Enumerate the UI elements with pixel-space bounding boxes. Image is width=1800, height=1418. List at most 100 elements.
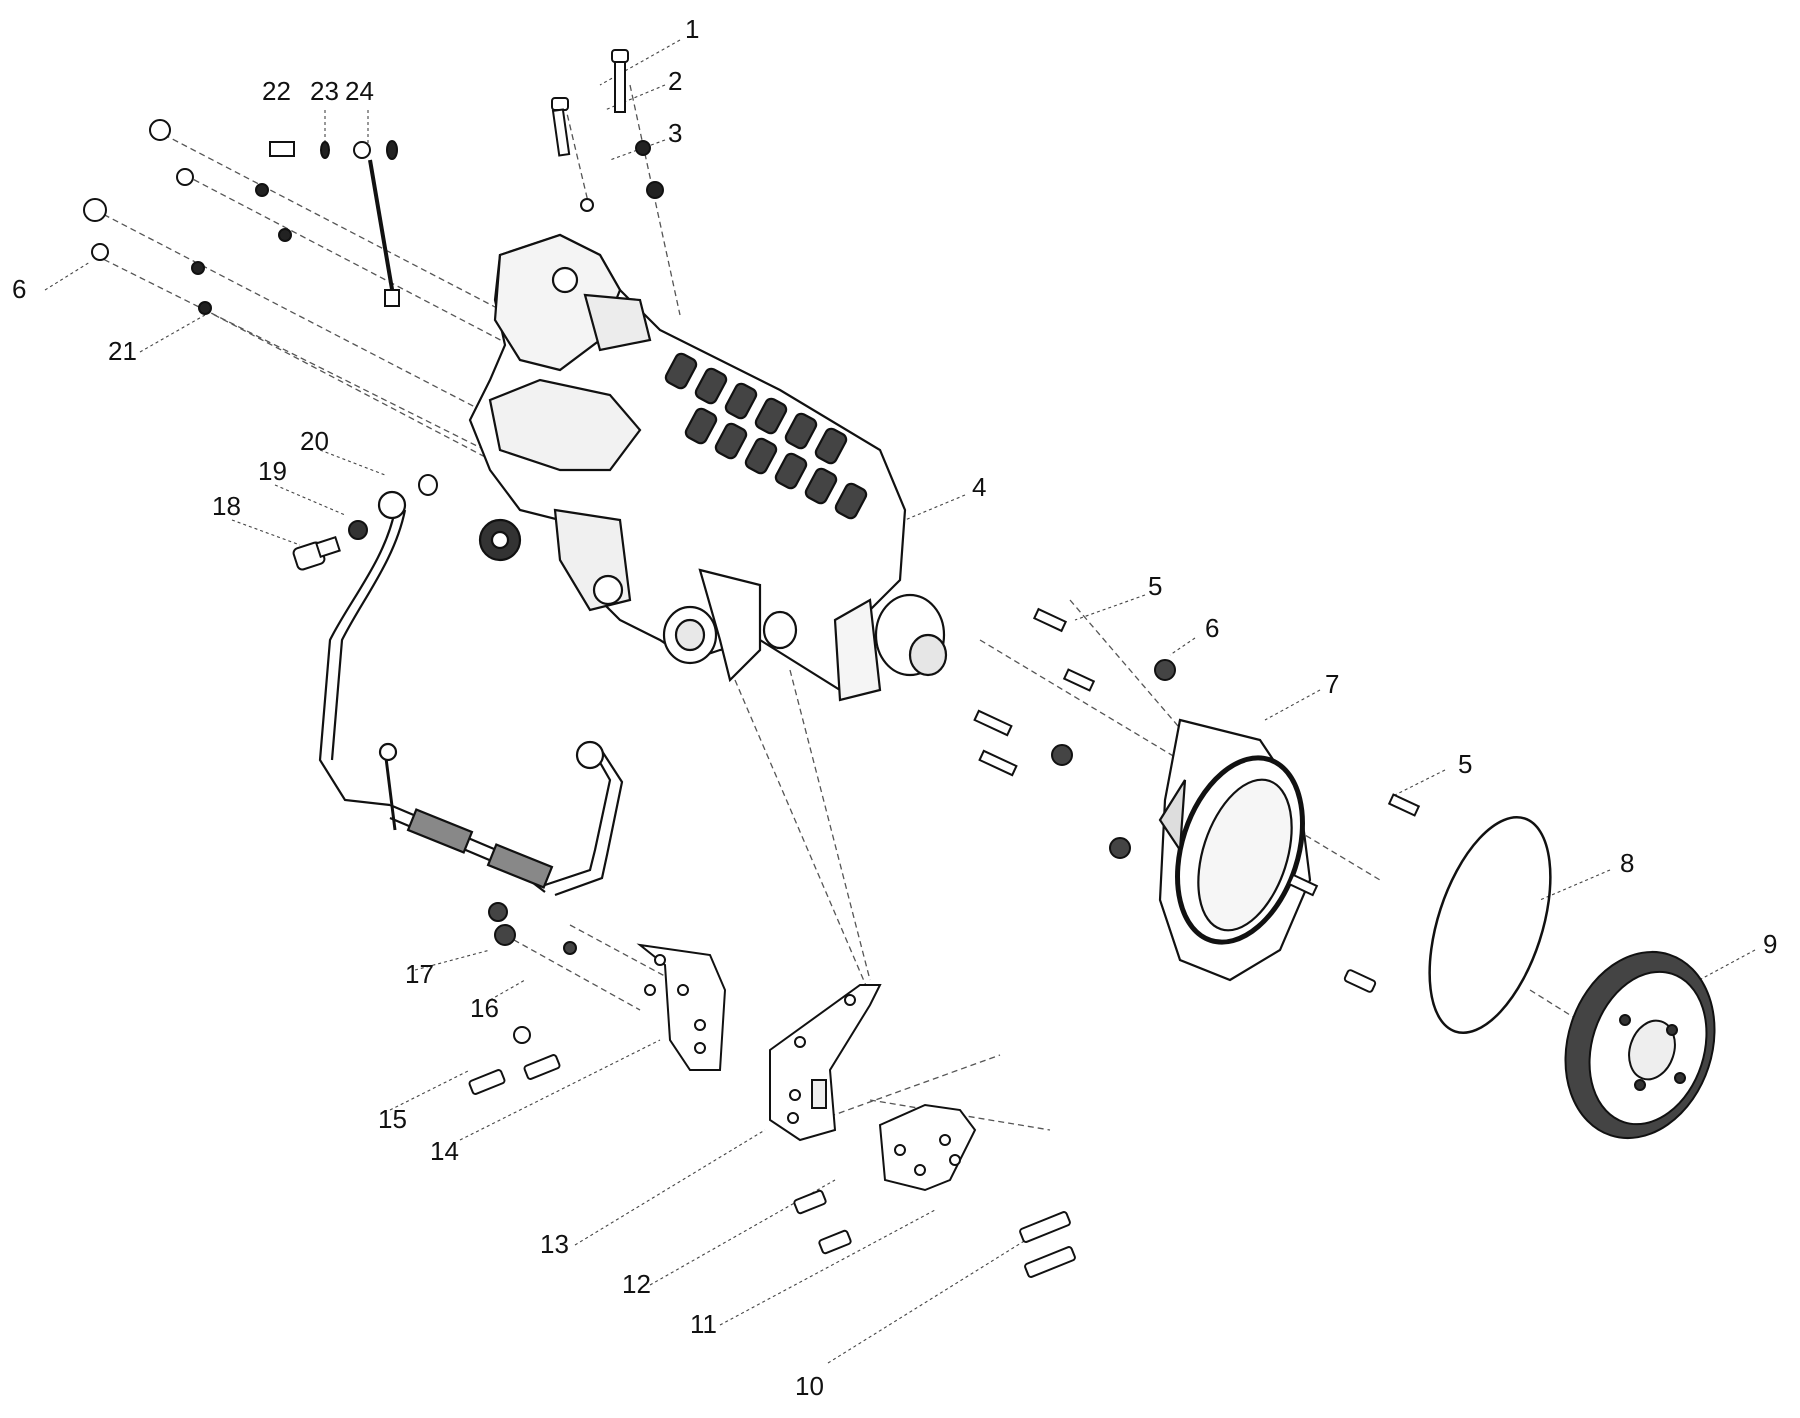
callout-1: 1 bbox=[685, 14, 699, 44]
leader-nut-left bbox=[94, 209, 501, 421]
callout-23: 23 bbox=[310, 76, 339, 106]
callout-4: 4 bbox=[972, 472, 986, 502]
callout-11: 11 bbox=[690, 1309, 717, 1339]
callout-10: 10 bbox=[795, 1371, 824, 1401]
bracket-13 bbox=[769, 984, 882, 1142]
bolt-shank-icon bbox=[614, 61, 626, 113]
leader-bracket-13 bbox=[734, 679, 871, 996]
seal-washer-icon bbox=[348, 520, 368, 540]
washer-icon bbox=[191, 261, 205, 275]
drive-shaft bbox=[908, 633, 948, 677]
clip-icon bbox=[353, 141, 371, 159]
leader-washer-top bbox=[184, 174, 511, 346]
nut-icon bbox=[1154, 659, 1176, 681]
pipe-sleeve bbox=[486, 843, 554, 889]
stud-icon bbox=[1287, 873, 1319, 897]
stud-icon bbox=[973, 709, 1013, 737]
callout-6b: 6 bbox=[1205, 613, 1219, 643]
callout-22: 22 bbox=[262, 76, 291, 106]
timer-gear bbox=[478, 518, 522, 562]
washer-icon bbox=[563, 941, 577, 955]
fuel-pipe-right bbox=[544, 744, 612, 887]
washer-icon bbox=[513, 1026, 531, 1044]
rod-icon bbox=[368, 159, 395, 296]
washer-icon bbox=[255, 183, 269, 197]
top-plate bbox=[488, 378, 642, 472]
nut-icon bbox=[83, 198, 107, 222]
stud-icon bbox=[978, 749, 1018, 777]
callout-16: 16 bbox=[470, 993, 499, 1023]
washer-icon bbox=[278, 228, 292, 242]
nut-icon bbox=[646, 181, 664, 199]
seal-washer-icon bbox=[418, 474, 438, 496]
nut-icon bbox=[1109, 837, 1131, 859]
gear-cover-housing bbox=[1158, 718, 1312, 982]
callout-15: 15 bbox=[378, 1104, 407, 1134]
bolt-icon bbox=[818, 1229, 852, 1255]
bracket-14 bbox=[636, 943, 727, 1071]
stud-icon bbox=[1032, 607, 1068, 633]
leader-bolt-top bbox=[564, 104, 591, 211]
callout-2: 2 bbox=[668, 66, 682, 96]
bolt-head-icon bbox=[611, 49, 629, 63]
callout-9: 9 bbox=[1763, 929, 1777, 959]
callout-labels: 1 2 3 4 5 5 6 6 7 8 9 10 11 12 13 14 15 … bbox=[12, 14, 1777, 1401]
bolt-icon bbox=[1019, 1211, 1071, 1243]
washer-icon bbox=[580, 198, 594, 212]
drive-gear bbox=[1564, 950, 1716, 1140]
bolt-icon bbox=[793, 1189, 827, 1215]
bracket-12 bbox=[878, 1103, 977, 1192]
bolts-bottom bbox=[468, 902, 1076, 1278]
callout-12: 12 bbox=[622, 1269, 651, 1299]
callout-20: 20 bbox=[300, 426, 329, 456]
fuel-pipe-assembly bbox=[318, 490, 624, 897]
washer-icon bbox=[635, 140, 651, 156]
leader-bracket-12 bbox=[789, 669, 871, 981]
outlet-fitting bbox=[762, 610, 798, 650]
callout-19: 19 bbox=[258, 456, 287, 486]
studs-and-nuts bbox=[973, 607, 1421, 993]
bolt-icon bbox=[468, 1069, 506, 1095]
leader-21 bbox=[204, 309, 511, 471]
bolts-top bbox=[551, 49, 664, 212]
callout-3: 3 bbox=[668, 118, 682, 148]
banjo-fitting bbox=[575, 740, 605, 770]
fasteners-top-left bbox=[83, 119, 400, 315]
stud-icon bbox=[1387, 793, 1421, 817]
leader-11 bbox=[819, 1054, 1001, 1121]
washer-icon bbox=[176, 168, 194, 186]
hand-primer bbox=[698, 568, 762, 683]
delivery-valves bbox=[664, 352, 868, 520]
fuel-pipe-left bbox=[318, 509, 397, 807]
bolt-shank-icon bbox=[551, 108, 571, 157]
feed-pump-cap bbox=[592, 574, 624, 606]
rod-end-icon bbox=[384, 289, 400, 307]
callout-14: 14 bbox=[430, 1136, 459, 1166]
injection-pump-assembly bbox=[468, 233, 948, 702]
banjo-bolt-set bbox=[292, 474, 438, 571]
callout-17: 17 bbox=[405, 959, 434, 989]
washer-icon bbox=[198, 301, 212, 315]
callout-5b: 5 bbox=[1458, 749, 1472, 779]
seal-icon bbox=[320, 141, 330, 159]
dowel-icon bbox=[1343, 969, 1377, 993]
callout-18: 18 bbox=[212, 491, 241, 521]
callout-6a: 6 bbox=[12, 274, 26, 304]
governor-port bbox=[551, 266, 579, 294]
bolt-icon bbox=[1024, 1246, 1076, 1278]
callout-8: 8 bbox=[1620, 848, 1634, 878]
governor-lever bbox=[583, 293, 652, 352]
pipe-sleeve bbox=[406, 808, 474, 854]
callout-24: 24 bbox=[345, 76, 374, 106]
leader-15-bolt bbox=[504, 934, 641, 1011]
seal-icon bbox=[386, 140, 398, 160]
stud-icon bbox=[1062, 668, 1096, 692]
o-ring bbox=[1428, 816, 1552, 1034]
cover-bore bbox=[1197, 778, 1293, 932]
bolt-head-icon bbox=[551, 97, 569, 111]
washer-icon bbox=[91, 243, 109, 261]
nut-icon bbox=[1051, 744, 1073, 766]
banjo-fitting bbox=[377, 490, 407, 520]
pipe-clamp bbox=[383, 749, 397, 831]
